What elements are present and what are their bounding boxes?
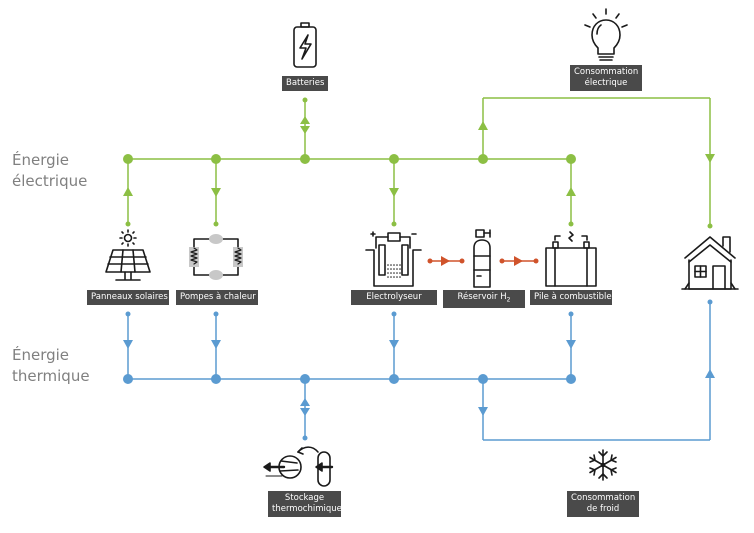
h2-tank-label: Réservoir H2: [443, 290, 525, 308]
arrow-right-icon: [514, 256, 523, 266]
thermochemical-storage-label-line-2: thermochimique: [272, 504, 342, 514]
electric-energy-label: Énergie électrique: [12, 150, 87, 192]
h2-tank-label-subscript: 2: [506, 296, 511, 304]
heat-pumps-label: Pompes à chaleur: [176, 290, 258, 305]
arrow-down-icon: [389, 340, 399, 349]
electric-bus-node-electrolyser: [389, 154, 399, 164]
electric-consumption-label-line-2: électrique: [584, 78, 628, 88]
batteries-label: Batteries: [282, 76, 328, 91]
hydrogen-network: [427, 256, 539, 266]
electric-consumption-label: Consommation électrique: [570, 65, 642, 91]
electric-bus-node-solar: [123, 154, 133, 164]
electrolyser-label: Electrolyseur: [351, 290, 437, 305]
hydrogen-port: [459, 258, 465, 264]
thermal-port-fuel-cell: [568, 311, 574, 317]
arrow-down-icon: [300, 126, 310, 134]
arrow-up-icon: [300, 116, 310, 124]
electric-port-house: [707, 223, 713, 229]
thermal-bus-node-solar: [123, 374, 133, 384]
solar-panel-icon: [105, 229, 151, 281]
thermal-bus-node-cold: [478, 374, 488, 384]
electric-energy-label-line-1: Énergie: [12, 151, 70, 169]
arrow-up-icon: [123, 187, 133, 196]
thermal-bus-node-storage: [300, 374, 310, 384]
electric-bus-node-battery: [300, 154, 310, 164]
solar-panels-label: Panneaux solaires: [87, 290, 169, 305]
thermal-energy-label-line-2: thermique: [12, 367, 90, 385]
thermal-network: [123, 299, 715, 441]
hydrogen-port: [499, 258, 505, 264]
arrow-down-icon: [389, 188, 399, 197]
thermal-port-electrolyser: [391, 311, 397, 317]
cold-consumption-label-line-1: Consommation: [571, 493, 636, 503]
electric-bus-node-fuel-cell: [566, 154, 576, 164]
arrow-down-icon: [705, 154, 715, 163]
thermal-port-storage: [302, 435, 308, 441]
arrow-down-icon: [300, 408, 310, 416]
thermal-bus-node-fuel-cell: [566, 374, 576, 384]
h2-tank-label-text: Réservoir H: [457, 292, 507, 302]
house-icon: [681, 236, 739, 290]
heat-pump-icon: [189, 234, 243, 280]
arrow-up-icon: [478, 121, 488, 130]
hydrogen-port: [533, 258, 539, 264]
arrow-up-icon: [300, 398, 310, 406]
fuel-cell-label: Pile à combustible: [530, 290, 612, 305]
electric-port-fuel-cell: [568, 221, 574, 227]
thermochemical-storage-icon: [263, 446, 334, 487]
electric-port-heat-pump: [213, 221, 219, 227]
hydrogen-port: [427, 258, 433, 264]
electric-network: [123, 97, 715, 229]
snowflake-icon: [589, 449, 617, 481]
thermal-port-solar: [125, 311, 131, 317]
light-bulb-icon: [584, 8, 628, 61]
arrow-up-icon: [566, 187, 576, 196]
electrolyzer-icon: [365, 231, 422, 287]
arrow-down-icon: [566, 340, 576, 349]
arrow-down-icon: [123, 340, 133, 349]
arrow-down-icon: [478, 407, 488, 416]
arrow-up-icon: [705, 369, 715, 378]
electric-port-battery: [302, 97, 308, 103]
thermal-port-heat-pump: [213, 311, 219, 317]
arrow-down-icon: [211, 188, 221, 197]
electric-consumption-label-line-1: Consommation: [574, 67, 639, 77]
electric-bus-node-consumption: [478, 154, 488, 164]
thermal-energy-label-line-1: Énergie: [12, 346, 70, 364]
gas-tank-icon: [473, 229, 491, 288]
thermal-bus-node-electrolyser: [389, 374, 399, 384]
thermal-port-house: [707, 299, 713, 305]
electric-port-solar: [125, 221, 131, 227]
thermochemical-storage-label: Stockage thermochimique: [268, 491, 342, 517]
thermal-bus-node-heat-pump: [211, 374, 221, 384]
cold-consumption-label-line-2: de froid: [586, 504, 620, 514]
fuel-cell-icon: [545, 231, 597, 287]
electric-energy-label-line-2: électrique: [12, 172, 88, 190]
arrow-down-icon: [211, 340, 221, 349]
electric-bus-node-heat-pump: [211, 154, 221, 164]
thermal-energy-label: Énergie thermique: [12, 345, 90, 387]
cold-consumption-label: Consommation de froid: [567, 491, 639, 517]
electric-port-electrolyser: [391, 221, 397, 227]
thermochemical-storage-label-line-1: Stockage: [284, 493, 325, 503]
arrow-right-icon: [441, 256, 450, 266]
battery-icon: [293, 22, 317, 68]
